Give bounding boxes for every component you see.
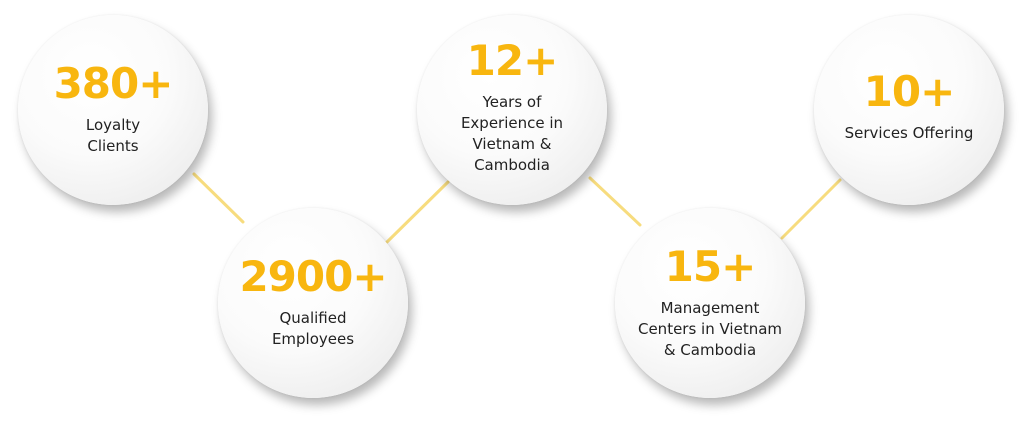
stat-label: Management Centers in Vietnam & Cambodia	[637, 298, 783, 359]
stat-label: Services Offering	[844, 123, 974, 142]
stat-label: Loyalty Clients	[85, 116, 141, 155]
stat-value: 12+	[466, 36, 559, 85]
connector-line-4	[780, 178, 842, 240]
stat-value: 10+	[863, 66, 956, 116]
stat-circle-services-offering: 10+ Services Offering	[814, 15, 1004, 205]
stat-label: Qualified Employees	[271, 309, 355, 348]
connector-line-2	[385, 180, 450, 244]
stat-value: 380+	[53, 59, 174, 108]
stat-circle-loyalty-clients: 380+ Loyalty Clients	[18, 15, 208, 205]
stat-value: 15+	[664, 241, 757, 291]
stat-label: Years of Experience in Vietnam & Cambodi…	[460, 93, 564, 174]
connector-line-3	[588, 176, 642, 227]
stat-circle-qualified-employees: 2900+ Qualified Employees	[218, 208, 408, 398]
connector-line-1	[192, 172, 245, 224]
stat-circle-management-centers: 15+ Management Centers in Vietnam & Camb…	[615, 208, 805, 398]
stat-value: 2900+	[239, 252, 387, 301]
stat-circle-years-experience: 12+ Years of Experience in Vietnam & Cam…	[417, 15, 607, 205]
